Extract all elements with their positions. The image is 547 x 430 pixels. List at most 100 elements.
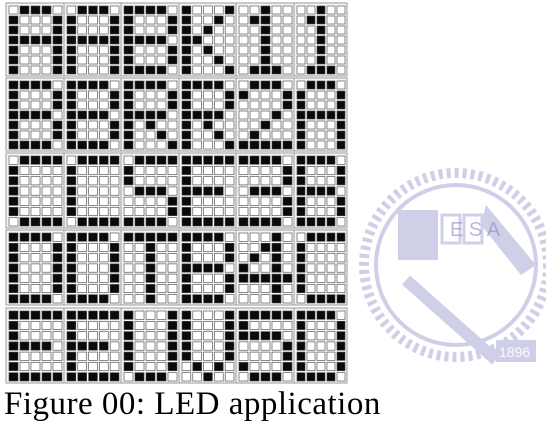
- led-dot-off: [317, 166, 325, 174]
- led-dot-off: [110, 207, 119, 215]
- led-dot-off: [146, 332, 155, 340]
- led-panel-r5-c5: [236, 308, 294, 383]
- led-dot-off: [135, 207, 144, 215]
- led-dot-on: [225, 66, 234, 74]
- led-dot-on: [307, 156, 315, 164]
- led-dot-on: [53, 36, 62, 44]
- led-dot-on: [31, 218, 40, 226]
- led-dot-on: [89, 373, 98, 381]
- led-dot-on: [168, 46, 177, 54]
- led-dot-on: [9, 111, 18, 119]
- led-dot-off: [214, 177, 223, 185]
- led-dot-off: [204, 332, 213, 340]
- led-dot-on: [42, 342, 51, 350]
- led-dot-on: [146, 274, 155, 282]
- led-dot-on: [272, 311, 281, 319]
- led-dot-on: [124, 56, 133, 64]
- led-dot-off: [31, 56, 40, 64]
- led-dot-off: [239, 111, 248, 119]
- led-dot-on: [53, 243, 62, 251]
- led-dot-on: [307, 233, 315, 241]
- led-dot-on: [124, 141, 133, 149]
- led-dot-off: [135, 342, 144, 350]
- led-dot-off: [214, 121, 223, 129]
- led-dot-on: [182, 6, 191, 14]
- led-dot-off: [250, 295, 259, 303]
- led-dot-on: [337, 352, 345, 360]
- led-dot-on: [283, 207, 292, 215]
- led-panel-r2-c1: [6, 78, 64, 151]
- led-dot-off: [99, 101, 108, 109]
- led-dot-on: [20, 111, 29, 119]
- led-dot-on: [168, 362, 177, 370]
- led-dot-on: [89, 233, 98, 241]
- led-dot-off: [193, 131, 202, 139]
- led-dot-on: [204, 111, 213, 119]
- led-dot-on: [225, 243, 234, 251]
- led-dot-on: [9, 233, 18, 241]
- led-dot-on: [204, 156, 213, 164]
- led-dot-off: [327, 321, 335, 329]
- led-dot-off: [204, 131, 213, 139]
- led-dot-off: [297, 56, 305, 64]
- led-dot-off: [239, 16, 248, 24]
- led-panel-r5-c2: [64, 308, 121, 383]
- led-dot-off: [327, 332, 335, 340]
- led-dot-on: [317, 81, 325, 89]
- led-dot-off: [193, 352, 202, 360]
- led-dot-on: [327, 111, 335, 119]
- led-dot-off: [297, 26, 305, 34]
- led-dot-off: [239, 177, 248, 185]
- led-dot-off: [214, 46, 223, 54]
- led-dot-on: [168, 311, 177, 319]
- led-dot-on: [20, 36, 29, 44]
- led-dot-on: [317, 6, 325, 14]
- led-dot-on: [317, 26, 325, 34]
- led-dot-on: [182, 66, 191, 74]
- led-dot-on: [31, 233, 40, 241]
- led-dot-off: [214, 166, 223, 174]
- led-dot-off: [42, 166, 51, 174]
- led-dot-on: [317, 373, 325, 381]
- led-dot-on: [20, 156, 29, 164]
- led-dot-on: [182, 284, 191, 292]
- led-dot-off: [214, 373, 223, 381]
- led-dot-off: [110, 332, 119, 340]
- led-dot-off: [110, 362, 119, 370]
- led-panel-r2-c3: [121, 78, 179, 151]
- led-dot-off: [283, 233, 292, 241]
- led-dot-off: [135, 16, 144, 24]
- led-dot-off: [307, 332, 315, 340]
- led-dot-off: [20, 66, 29, 74]
- led-dot-on: [31, 81, 40, 89]
- led-dot-off: [124, 274, 133, 282]
- led-dot-on: [124, 66, 133, 74]
- led-dot-on: [225, 284, 234, 292]
- led-dot-on: [272, 141, 281, 149]
- led-dot-off: [89, 26, 98, 34]
- led-dot-on: [225, 332, 234, 340]
- led-dot-on: [297, 187, 305, 195]
- led-dot-on: [124, 218, 133, 226]
- led-dot-off: [337, 26, 345, 34]
- led-dot-off: [297, 6, 305, 14]
- led-dot-off: [89, 101, 98, 109]
- led-dot-on: [272, 81, 281, 89]
- led-dot-on: [307, 66, 315, 74]
- led-dot-on: [135, 6, 144, 14]
- led-dot-on: [110, 311, 119, 319]
- led-dot-off: [89, 264, 98, 272]
- led-dot-off: [307, 46, 315, 54]
- led-dot-off: [31, 16, 40, 24]
- led-dot-off: [157, 295, 166, 303]
- led-dot-off: [250, 243, 259, 251]
- led-panel-r4-c4: [179, 230, 236, 305]
- led-dot-off: [204, 311, 213, 319]
- led-dot-off: [31, 284, 40, 292]
- led-dot-on: [193, 36, 202, 44]
- led-dot-on: [135, 36, 144, 44]
- led-panel-r3-c2: [64, 153, 121, 228]
- led-dot-on: [78, 6, 87, 14]
- led-panel-r2-c5: [236, 78, 294, 151]
- led-dot-on: [307, 16, 315, 24]
